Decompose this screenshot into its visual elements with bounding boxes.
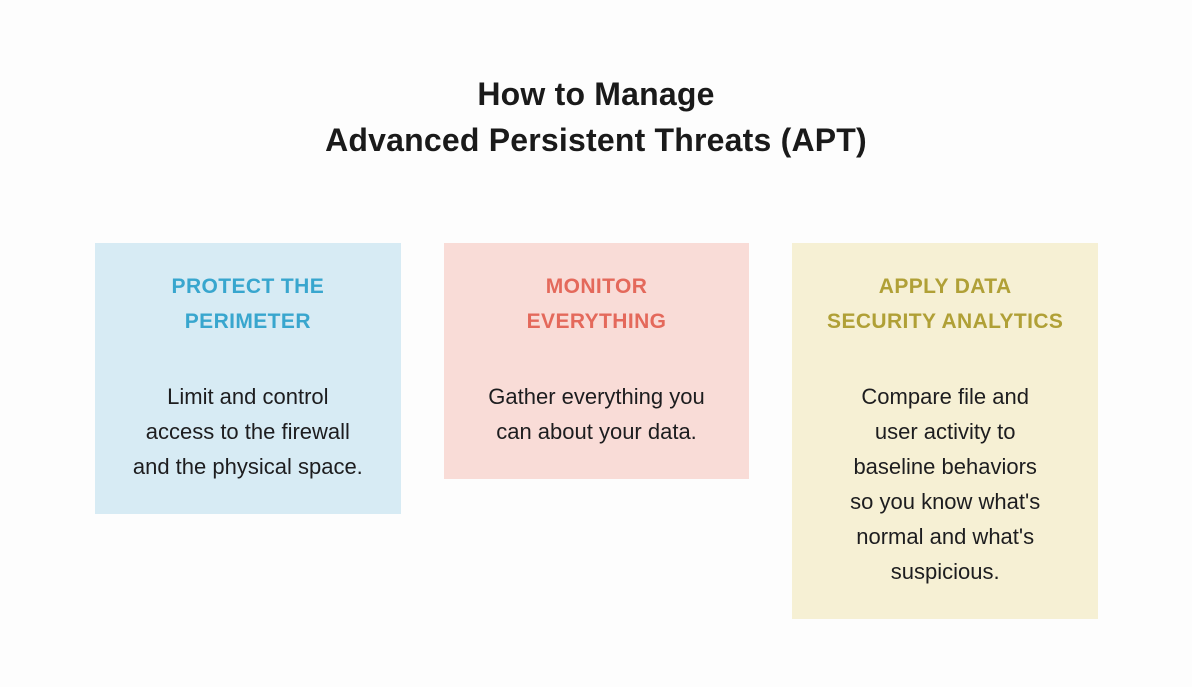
- card-heading-protect-the-perimeter: PROTECT THE PERIMETER: [171, 275, 325, 333]
- card-body-protect-the-perimeter: Limit and control access to the firewall…: [132, 384, 363, 479]
- card-protect-the-perimeter: PROTECT THE PERIMETER Limit and control …: [95, 243, 401, 514]
- card-heading-apply-data-security-analytics: APPLY DATA SECURITY ANALYTICS: [827, 275, 1064, 333]
- card-body-apply-data-security-analytics: Compare file and user activity to baseli…: [850, 384, 1041, 584]
- tips-row: PROTECT THE PERIMETER Limit and control …: [95, 243, 1099, 619]
- card-apply-data-security-analytics: APPLY DATA SECURITY ANALYTICS Compare fi…: [792, 243, 1099, 619]
- card-heading-monitor-everything: MONITOR EVERYTHING: [526, 275, 667, 333]
- page-title: How to Manage Advanced Persistent Threat…: [325, 76, 867, 158]
- card-body-monitor-everything: Gather everything you can about your dat…: [488, 384, 705, 444]
- card-monitor-everything: MONITOR EVERYTHING Gather everything you…: [443, 243, 750, 479]
